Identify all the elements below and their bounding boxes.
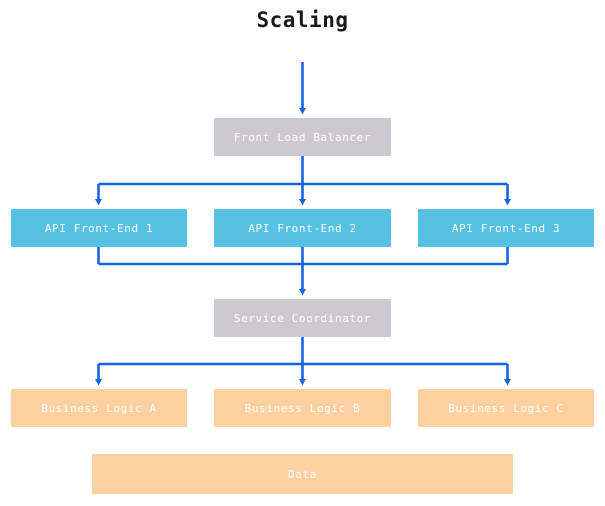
node-api-front-end-2[interactable]: API Front-End 2 bbox=[214, 209, 391, 247]
page-title: Scaling bbox=[256, 8, 349, 32]
node-api-front-end-1[interactable]: API Front-End 1 bbox=[11, 209, 187, 247]
node-front-load-balancer[interactable]: Front Load Balancer bbox=[214, 118, 391, 156]
node-business-logic-a[interactable]: Business Logic A bbox=[11, 389, 187, 427]
node-business-logic-b[interactable]: Business Logic B bbox=[214, 389, 391, 427]
node-api-front-end-3[interactable]: API Front-End 3 bbox=[418, 209, 594, 247]
node-business-logic-c[interactable]: Business Logic C bbox=[418, 389, 594, 427]
node-service-coordinator[interactable]: Service Coordinator bbox=[214, 299, 391, 337]
node-data[interactable]: Data bbox=[92, 454, 513, 494]
